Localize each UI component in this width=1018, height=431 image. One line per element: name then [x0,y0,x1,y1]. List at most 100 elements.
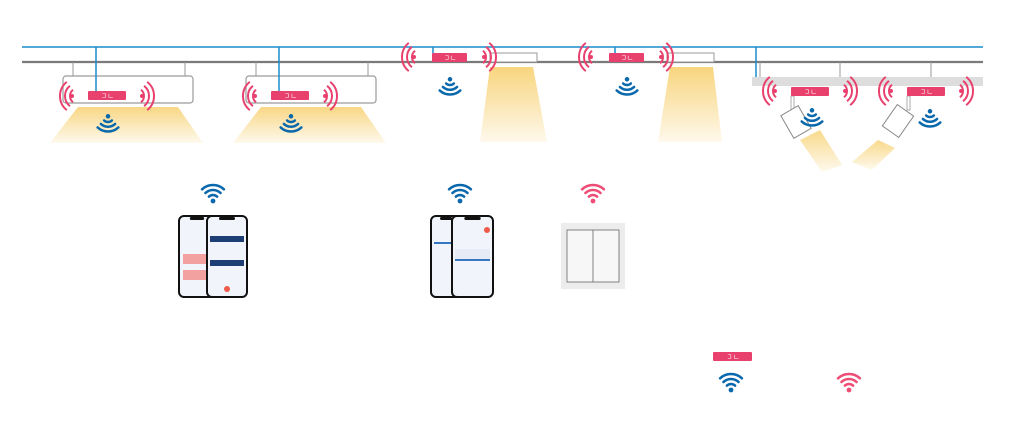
radio-arc [69,88,74,104]
wifi-arc [722,377,740,384]
light-beam [658,67,722,142]
radio-waves-icon [59,81,155,111]
radio-waves-icon [401,42,497,72]
app-action-button [224,286,230,292]
radio-arc [843,83,848,99]
wifi-arc [840,377,858,384]
driver-module-icon [907,87,945,96]
luminaire-housing [245,75,377,104]
driver-module-icon [271,91,309,100]
radio-arc [329,81,338,111]
radio-arc [323,88,328,104]
wifi-dot [210,198,216,204]
light-beam [50,107,203,143]
driver-body [907,87,945,96]
wifi-down-icon [438,77,462,96]
wifi-arc [587,193,599,198]
radio-arc [140,88,145,104]
smartphone-app-icon [451,215,494,298]
radio-arc [849,76,858,106]
driver-module-icon [791,87,829,96]
radio-arc [59,81,68,111]
wifi-down-icon [800,108,824,127]
wifi-down-icon [918,109,942,128]
wifi-arc [454,193,466,198]
wifi-arc [580,183,606,191]
wifi-dot [927,109,933,114]
wifi-arc [285,119,297,124]
wall-switch-icon [561,223,625,289]
wifi-dot [728,387,734,393]
driver-body [791,87,829,96]
radio-waves-icon [878,76,974,106]
wifi-arc [99,122,117,128]
driver-marking [445,55,456,60]
phone-notch [189,217,205,220]
driver-module-icon [609,53,644,62]
luminaire-housing [62,75,194,104]
wifi-down-icon [279,114,303,133]
wifi-icon [718,372,744,393]
radio-arc [662,46,669,68]
radio-arc [578,42,587,72]
radio-waves-icon [762,76,858,106]
driver-marking [921,89,932,94]
wifi-arc [282,122,300,128]
wifi-arc [451,188,469,195]
radio-arc [143,85,150,107]
radio-waves-icon [242,81,338,111]
radio-arc [482,49,487,65]
wifi-arc [441,85,459,91]
wifi-down-icon [96,114,120,133]
wifi-arc [102,119,114,124]
app-header-bar [210,260,244,266]
smartphone-app-icon [206,215,248,298]
wifi-arc [438,89,462,96]
light-beam [480,67,547,142]
wifi-icon [836,372,862,393]
wifi-arc [204,188,222,195]
radio-arc [326,85,333,107]
radio-arc [485,46,492,68]
app-header-bar [210,236,244,242]
light-beam [800,130,842,172]
driver-marking [622,55,633,60]
wifi-arc [718,372,744,380]
wifi-arc [843,382,855,387]
spot-stem [906,95,911,111]
radio-arc [588,49,593,65]
radio-arc [772,83,777,99]
wifi-arc [924,114,936,119]
radio-arc [406,46,413,68]
radio-arc [64,85,71,107]
wifi-dot [846,387,852,393]
driver-body [271,91,309,100]
radio-arc [146,81,155,111]
wifi-dot [447,77,453,82]
wifi-dot [624,77,630,82]
app-tile [183,270,211,280]
driver-body [713,352,752,361]
app-tile [183,254,211,264]
driver-module-icon [713,352,752,361]
luminaire-housing [489,52,538,63]
spotlight [881,103,915,139]
wifi-arc [96,126,120,133]
wifi-arc [279,126,303,133]
radio-arc [411,49,416,65]
wifi-dot [288,114,294,119]
driver-marking [805,89,816,94]
app-panel [455,249,490,259]
radio-arc [962,80,969,102]
phone-notch [219,217,235,220]
wifi-arc [618,85,636,91]
wifi-arc [584,188,602,195]
driver-marking [285,93,296,98]
track-system [752,47,983,172]
driver-module-icon [88,91,126,100]
phone-notch [464,217,481,220]
wifi-dot [105,114,111,119]
wifi-arc [447,183,473,191]
wifi-dot [809,108,815,113]
